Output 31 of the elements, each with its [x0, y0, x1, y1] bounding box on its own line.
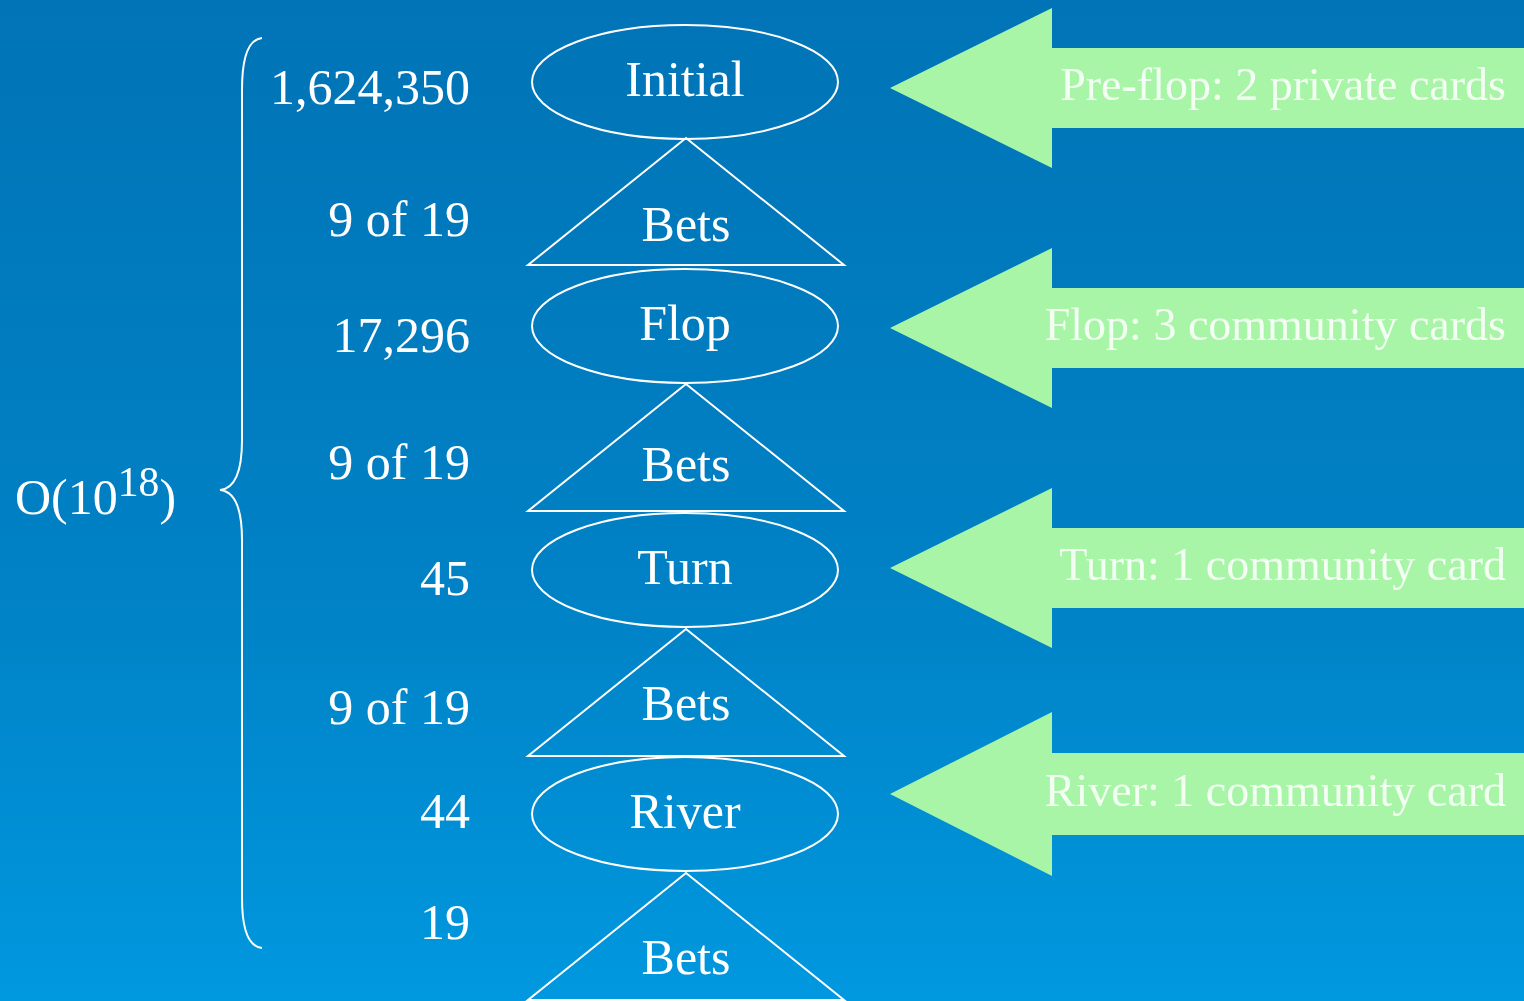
triangle-node: [527, 383, 845, 511]
node-text: Turn: [636, 542, 734, 592]
ellipse-node: [531, 512, 839, 628]
node-text: Initial: [624, 54, 746, 104]
node-text: Bets: [640, 199, 732, 249]
node-text: River: [628, 786, 742, 836]
block-arrow: [890, 248, 1524, 408]
count-label: 9 of 19: [328, 437, 470, 487]
node-text: Bets: [640, 678, 732, 728]
ellipse-node: [531, 24, 839, 140]
count-label: 9 of 19: [328, 682, 470, 732]
count-label: 19: [420, 897, 470, 947]
count-label: 9 of 19: [328, 194, 470, 244]
count-label: 45: [420, 553, 470, 603]
block-arrow: [890, 712, 1524, 876]
block-arrow: [890, 488, 1524, 648]
node-text: River: 1 community card: [1044, 768, 1506, 814]
node-text: Turn: 1 community card: [1059, 542, 1506, 588]
node-text: Flop: 3 community cards: [1044, 302, 1506, 348]
triangle-node: [527, 872, 845, 1001]
count-label: 17,296: [332, 310, 470, 360]
node-text: Bets: [640, 932, 732, 982]
count-label: 44: [420, 786, 470, 836]
ellipse-node: [531, 756, 839, 872]
triangle-node: [527, 628, 845, 756]
node-text: Pre-flop: 2 private cards: [1060, 62, 1506, 108]
triangle-node: [527, 137, 845, 265]
count-label: 1,624,350: [270, 62, 470, 112]
node-text: Bets: [640, 439, 732, 489]
block-arrow: [890, 8, 1524, 168]
ellipse-node: [531, 268, 839, 384]
